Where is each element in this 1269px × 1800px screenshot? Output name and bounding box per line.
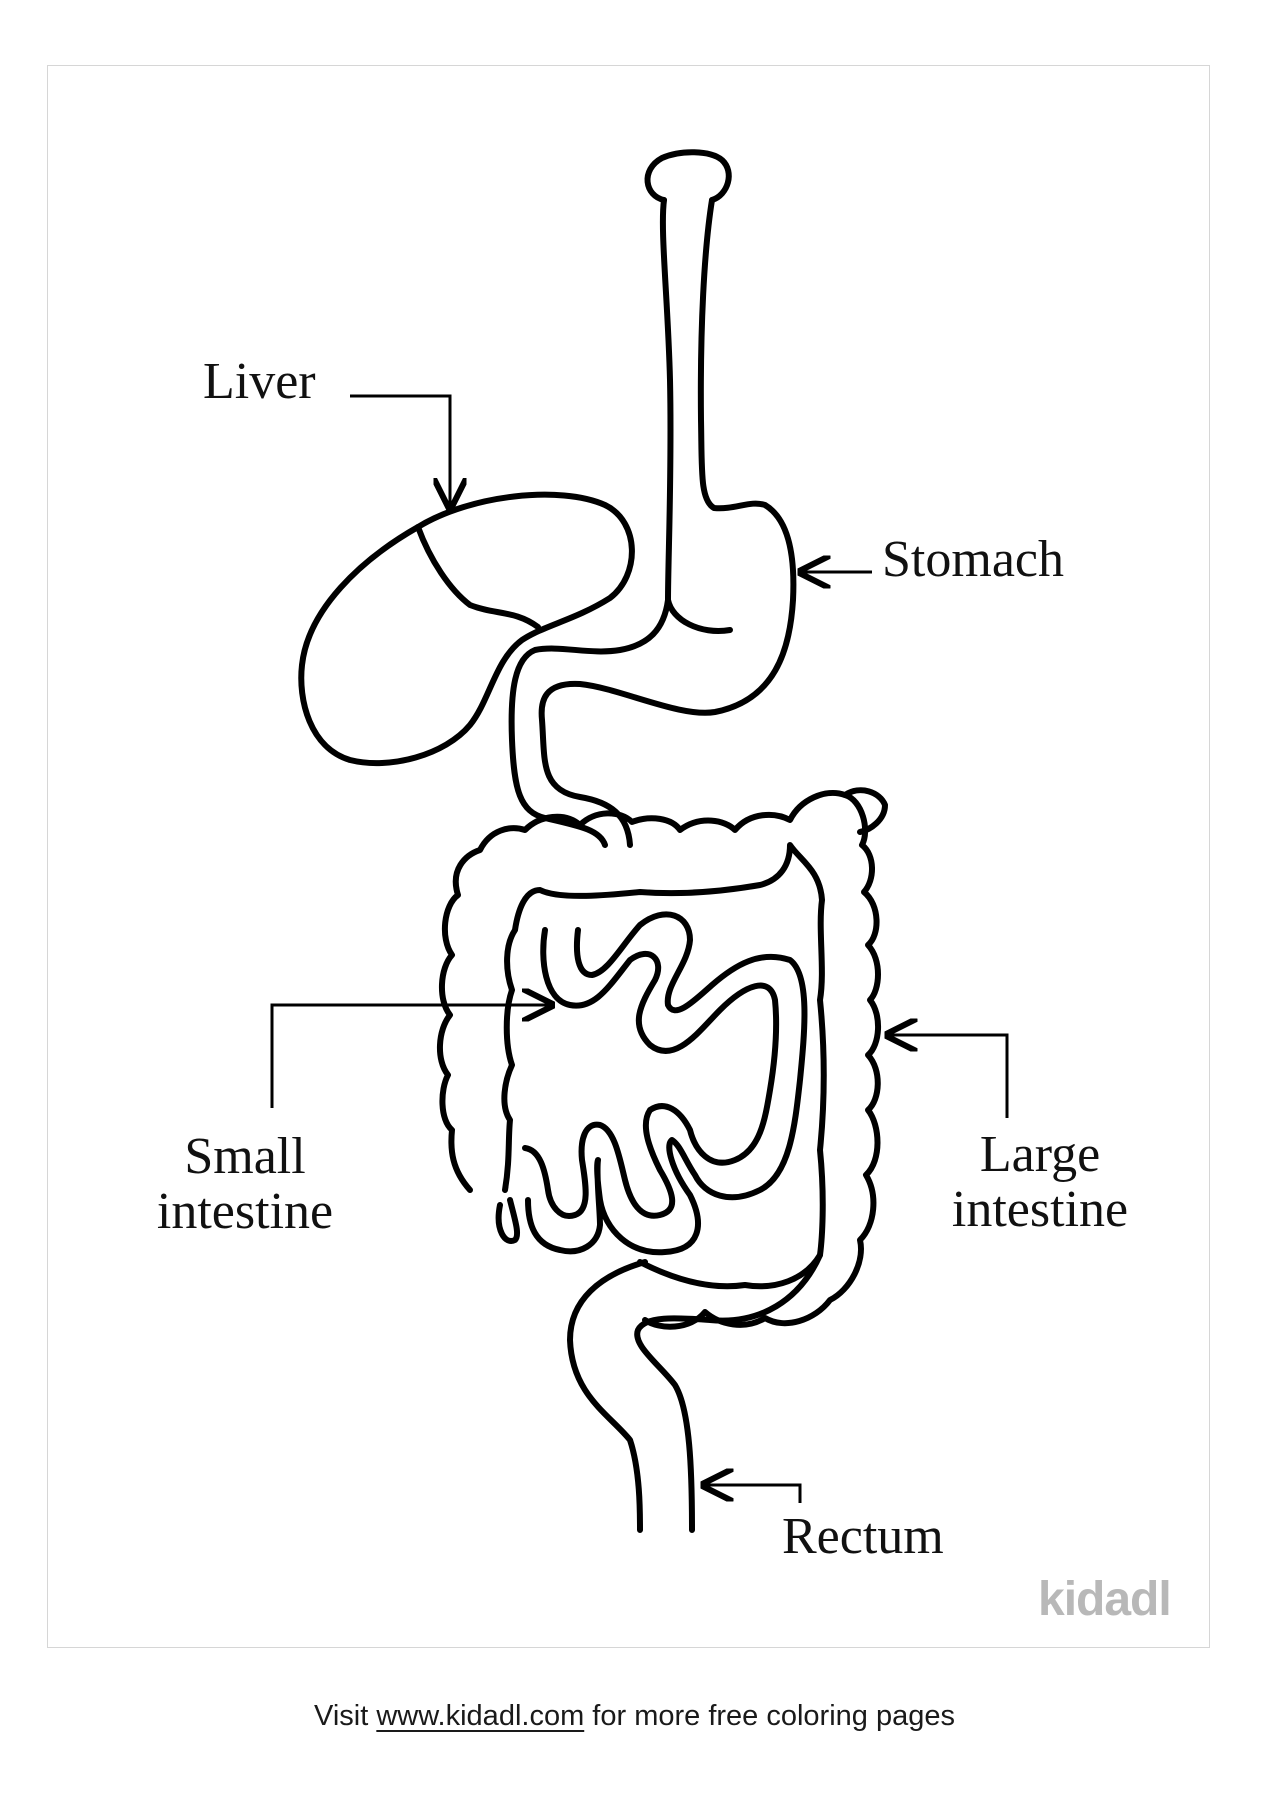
esophagus-left-wall xyxy=(508,197,674,848)
footer-prefix: Visit xyxy=(314,1700,377,1732)
rectum-right-wall xyxy=(634,1252,823,1533)
large-intestine-outer xyxy=(436,787,888,1193)
rectum-leader xyxy=(703,1485,802,1503)
large-intestine-inner xyxy=(501,842,827,1290)
stomach-inner-line xyxy=(665,597,733,634)
footer-suffix: for more free coloring pages xyxy=(584,1700,955,1732)
small-intestine-label-line2: intestine xyxy=(156,1182,334,1240)
rectum-left-wall xyxy=(567,1259,648,1533)
small-intestine-leader xyxy=(270,1005,552,1108)
esophagus-top xyxy=(644,149,732,203)
kidadl-link[interactable]: www.kidadl.com xyxy=(376,1700,585,1732)
kidadl-logo: kidadl xyxy=(1038,1573,1172,1626)
footer-text: Visit www.kidadl.com for more free color… xyxy=(0,1700,1269,1733)
large-intestine-leader xyxy=(887,1035,1009,1118)
appendix xyxy=(495,1197,521,1244)
large-intestine-label-line2: intestine xyxy=(951,1180,1129,1238)
large-intestine-label-line1: Large xyxy=(979,1126,1101,1183)
small-intestine-label-line1: Small xyxy=(184,1128,306,1185)
coloring-page-frame xyxy=(47,65,1210,1648)
stomach-outer-wall xyxy=(538,197,797,848)
small-intestine-label: Small intestine xyxy=(125,1128,365,1240)
liver-label: Liver xyxy=(203,353,316,410)
large-intestine-label: Large intestine xyxy=(920,1126,1160,1238)
small-intestine-inner xyxy=(525,911,808,1256)
small-intestine-coil xyxy=(522,927,780,1219)
rectum-label: Rectum xyxy=(782,1508,944,1565)
liver-leader xyxy=(350,394,450,508)
large-intestine-right-outer xyxy=(642,792,882,1330)
liver-lobe-line xyxy=(415,524,541,630)
liver-outline xyxy=(298,491,635,766)
stomach-label: Stomach xyxy=(882,531,1064,588)
